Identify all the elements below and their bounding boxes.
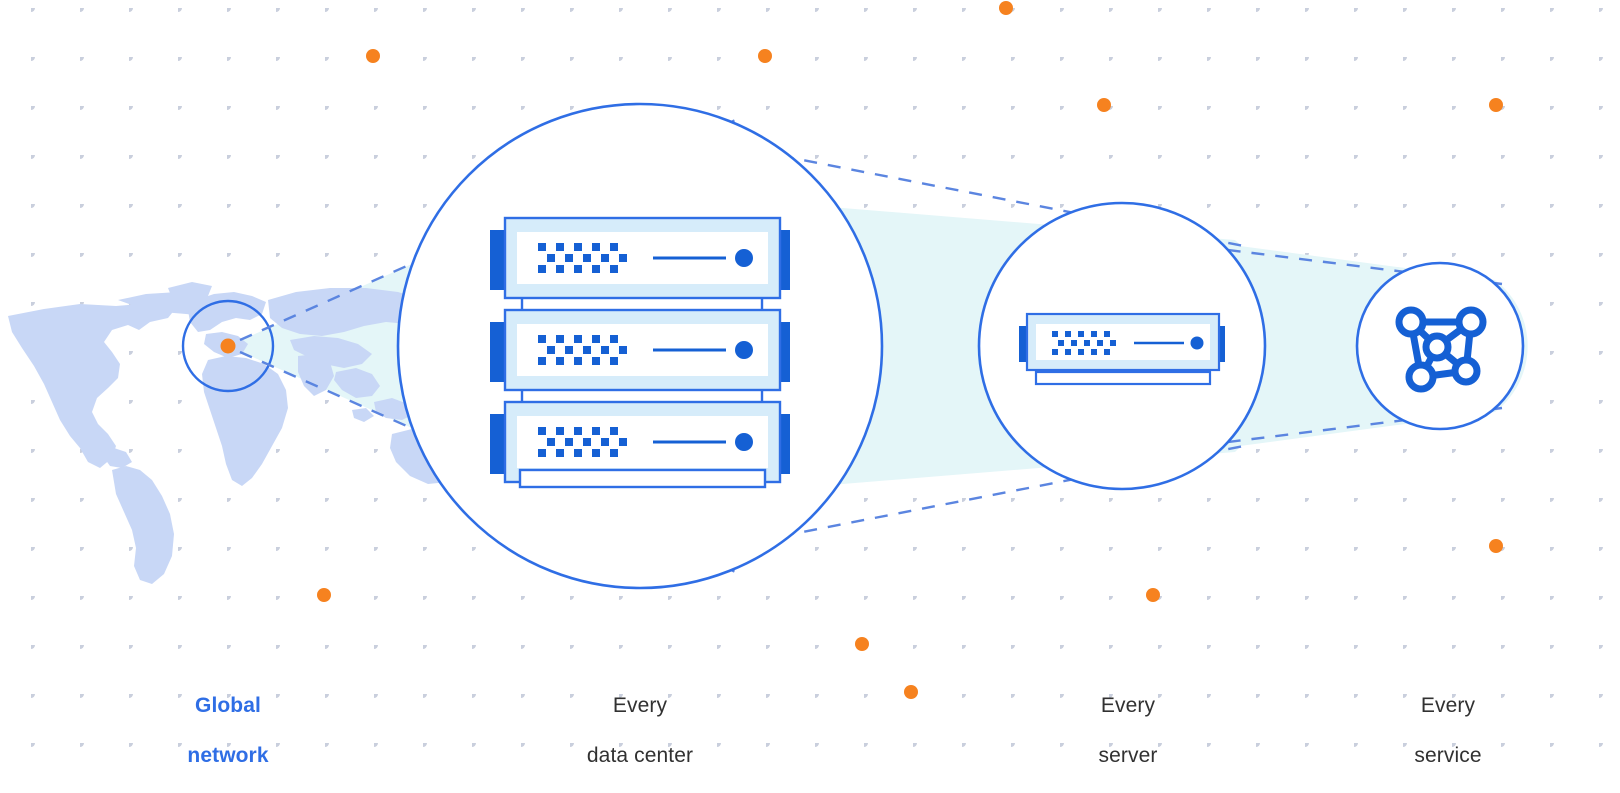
stage-label-every-server-line2: server	[1098, 744, 1158, 767]
stage-label-every-data-center: Every data center	[540, 668, 740, 793]
global-network-marker-dot	[220, 338, 236, 354]
rack-unit-2-face	[517, 324, 768, 376]
stage-label-global-network-line1: Global	[195, 694, 261, 717]
cone-line-2-top	[709, 140, 1245, 248]
stage-label-global-network: Global network	[128, 668, 328, 793]
network-graph-nodes	[1395, 306, 1487, 393]
rack-unit-3-status-led	[735, 433, 753, 451]
rack-unit-1-face	[517, 232, 768, 284]
server-status-led	[1190, 336, 1204, 350]
server-unit-icon	[1019, 312, 1225, 386]
accent-dot	[1146, 588, 1160, 602]
rack-unit-1-status-led	[735, 249, 753, 267]
accent-dot	[904, 685, 918, 699]
network-node-top-right	[1455, 306, 1487, 338]
accent-dot	[999, 1, 1013, 15]
cone-line-2-bottom	[709, 444, 1245, 552]
network-node-bottom-left	[1405, 361, 1437, 393]
stage-label-every-data-center-line2: data center	[586, 744, 694, 767]
accent-dot	[366, 49, 380, 63]
accent-dot	[317, 588, 331, 602]
accent-dot	[758, 49, 772, 63]
stage-label-every-service: Every service	[1348, 668, 1548, 793]
accent-dot	[1097, 98, 1111, 112]
server-led-dots	[1052, 331, 1116, 355]
rack-base-shelf	[518, 468, 767, 489]
rack-unit-3-face	[517, 416, 768, 468]
accent-dots	[317, 1, 1503, 699]
network-node-center	[1422, 332, 1452, 362]
rack-unit-2-led-dots	[538, 335, 627, 365]
stage-label-every-server-line1: Every	[1100, 694, 1156, 717]
accent-dot	[855, 637, 869, 651]
global-network-focus-circle	[181, 299, 275, 393]
server-rack-icon	[490, 216, 790, 489]
network-node-bottom-right	[1451, 356, 1481, 386]
rack-unit-3-led-dots	[538, 427, 627, 457]
server-base-shelf	[1034, 370, 1212, 386]
network-node-top-left	[1395, 306, 1427, 338]
rack-unit-2-status-led	[735, 341, 753, 359]
stage-label-every-data-center-line1: Every	[612, 694, 668, 717]
stage-label-every-server: Every server	[1028, 668, 1228, 793]
stage-label-global-network-line2: network	[187, 744, 269, 767]
accent-dot	[1489, 98, 1503, 112]
rack-unit-1-led-dots	[538, 243, 627, 273]
stage-label-every-service-line2: service	[1414, 744, 1482, 767]
accent-dot	[1489, 539, 1503, 553]
stage-label-every-service-line1: Every	[1420, 694, 1476, 717]
